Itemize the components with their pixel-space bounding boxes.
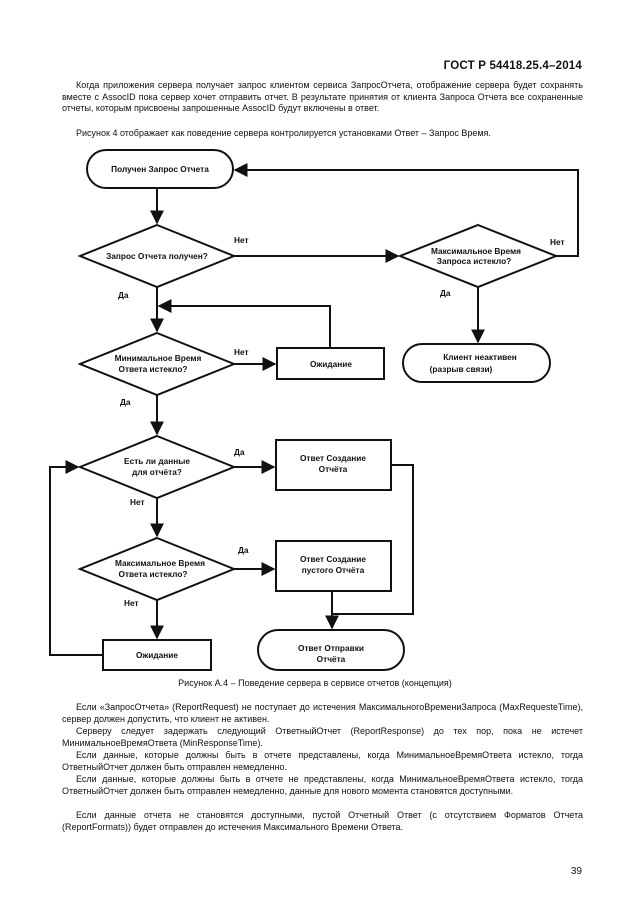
edge-label-yes: Да: [440, 288, 451, 298]
data-available-label-1: Есть ли данные: [124, 456, 190, 466]
send-report-label-2: Отчёта: [317, 654, 346, 664]
body-paragraph-1: Если «ЗапросОтчета» (ReportRequest) не п…: [62, 702, 583, 724]
edge-label-yes: Да: [234, 447, 245, 457]
document-header: ГОСТ Р 54418.25.4–2014: [443, 60, 582, 72]
body-paragraph-5: Если данные отчета не становятся доступн…: [62, 810, 583, 832]
client-inactive-label-2: (разрыв связи): [430, 364, 493, 374]
edge-label-no: Нет: [550, 237, 565, 247]
create-empty-report-box: [275, 540, 392, 592]
min-response-label-1: Минимальное Время: [115, 353, 202, 363]
page-number: 39: [570, 866, 582, 877]
send-report-label-1: Ответ Отправки: [298, 643, 364, 653]
intro-paragraph-2: Рисунок 4 отображает как поведение серве…: [76, 128, 491, 138]
start-label: Получен Запрос Отчета: [111, 164, 209, 174]
create-report-label-1: Ответ Создание: [300, 453, 366, 463]
edge-label-no: Нет: [234, 347, 249, 357]
create-empty-label-2: пустого Отчёта: [302, 565, 365, 575]
wait-bottom-box: [102, 639, 212, 671]
edge-label-no: Нет: [124, 598, 139, 608]
body-paragraph-3: Если данные, которые должны быть в отчет…: [62, 750, 583, 772]
decision-received-label: Запрос Отчета получен?: [106, 251, 208, 261]
edge-label-yes: Да: [118, 290, 129, 300]
send-report-terminator: [257, 629, 405, 671]
max-request-label-1: Максимальное Время: [431, 246, 521, 256]
flow-line: [157, 299, 331, 348]
wait-top-label: Ожидание: [310, 359, 352, 369]
start-terminator: [86, 149, 234, 189]
wait-bottom-label: Ожидание: [136, 650, 178, 660]
intro-paragraph-1: Когда приложения сервера получает запрос…: [62, 80, 583, 114]
max-response-label-2: Ответа истекло?: [119, 569, 188, 579]
create-empty-label-1: Ответ Создание: [300, 554, 366, 564]
flow-line: [49, 460, 103, 656]
flow-line: [332, 464, 414, 615]
min-response-label-2: Ответа истекло?: [119, 364, 188, 374]
body-paragraph-4: Если данные, которые должны быть в отчет…: [62, 774, 583, 796]
edge-label-yes: Да: [238, 545, 249, 555]
create-report-label-2: Отчёта: [319, 464, 348, 474]
max-response-label-1: Максимальное Время: [115, 558, 205, 568]
client-inactive-label-1: Клиент неактивен: [443, 352, 517, 362]
flowchart-diagram: Получен Запрос Отчета Запрос Отчета полу…: [49, 149, 579, 671]
client-inactive-terminator: [402, 343, 551, 383]
edge-label-no: Нет: [130, 497, 145, 507]
max-request-label-2: Запроса истекло?: [437, 256, 511, 266]
body-paragraph-2: Серверу следует задержать следующий Отве…: [62, 726, 583, 748]
flow-line: [233, 163, 579, 257]
figure-caption: Рисунок А.4 – Поведение сервера в сервис…: [178, 678, 452, 688]
edge-label-no: Нет: [234, 235, 249, 245]
edge-label-yes: Да: [120, 397, 131, 407]
data-available-label-2: для отчёта?: [132, 467, 182, 477]
wait-top-box: [276, 347, 385, 380]
